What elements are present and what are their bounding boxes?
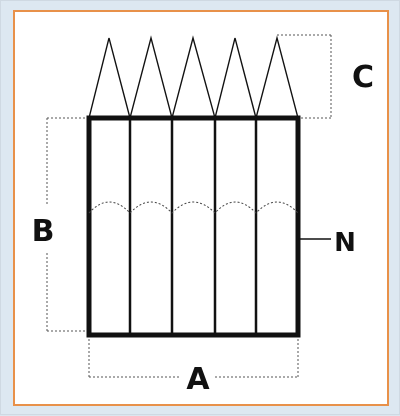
peak-5	[255, 35, 299, 119]
label-b: B	[32, 214, 55, 249]
dimension-a	[88, 339, 299, 378]
label-c: C	[352, 60, 374, 95]
label-a: A	[186, 362, 210, 397]
main-rectangle	[86, 115, 301, 338]
dimension-c	[277, 34, 332, 119]
peak-1	[88, 37, 131, 119]
peak-4	[214, 37, 257, 119]
peaks	[88, 35, 299, 119]
label-n: N	[334, 228, 356, 258]
diagram-panel	[13, 10, 389, 406]
peak-3	[171, 35, 216, 119]
dimension-b	[46, 117, 85, 332]
scalloped-line	[88, 201, 299, 214]
vertical-dividers	[128, 118, 258, 335]
peak-2	[129, 35, 173, 119]
